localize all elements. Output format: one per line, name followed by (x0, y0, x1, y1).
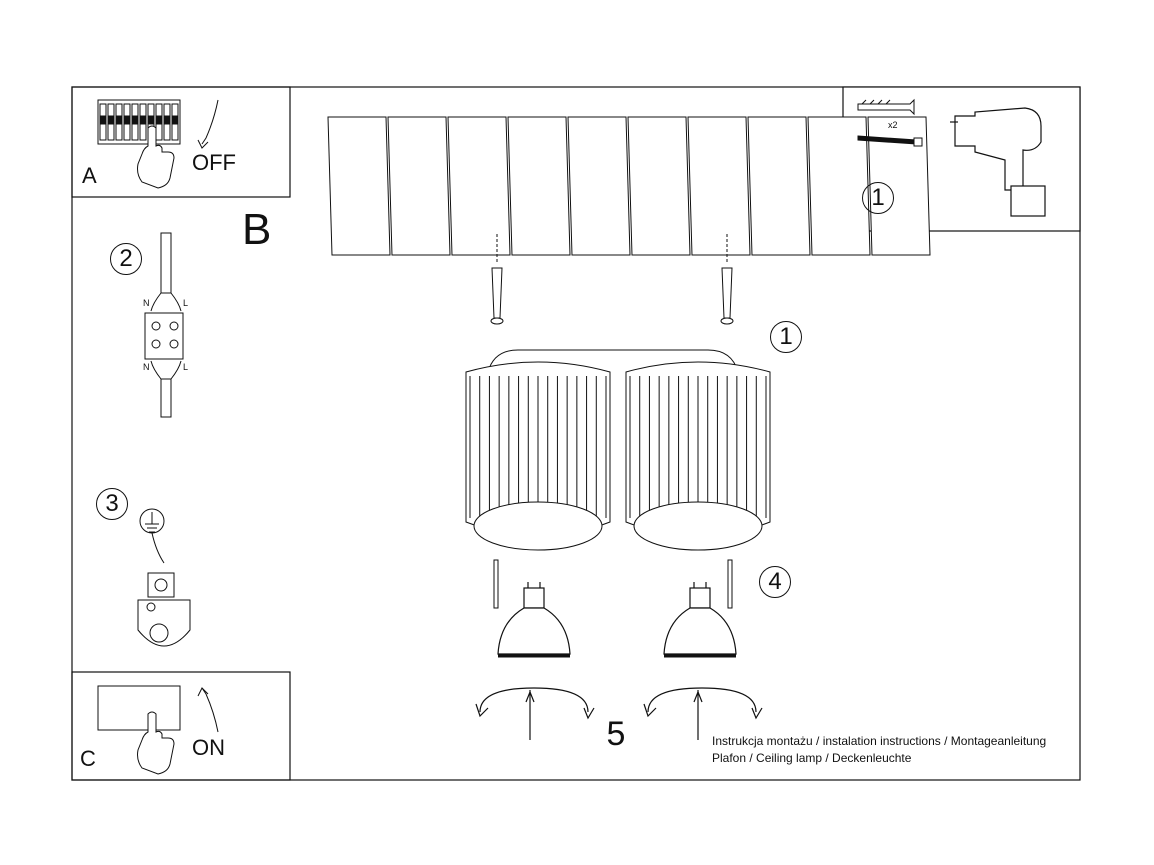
switch-off-label: OFF (192, 150, 236, 175)
footer-line-2: Plafon / Ceiling lamp / Deckenleuchte (712, 751, 912, 765)
switch-on-label: ON (192, 735, 225, 760)
mounting-screws (493, 559, 733, 609)
wire-n-bottom: N (143, 362, 150, 372)
panel-b-letter: B (242, 205, 272, 254)
step-3-badge: 3 (96, 488, 128, 520)
panel-c-letter: C (80, 746, 96, 771)
outer-frame (71, 86, 1081, 781)
wall-plug-icon (857, 98, 915, 116)
step-2-badge: 2 (110, 243, 142, 275)
ceiling-lamp-illustration (465, 349, 771, 551)
panel-a-letter: A (82, 163, 97, 188)
ceiling-illustration (327, 116, 931, 256)
drill-icon (950, 107, 1046, 217)
screw-icon (857, 135, 923, 147)
wall-plugs (490, 234, 734, 325)
step-4-badge: 4 (759, 566, 791, 598)
wiring-connector-illustration (144, 232, 184, 418)
footer-line-1: Instrukcja montażu / instalation instruc… (712, 734, 1047, 748)
panel-a-box (71, 86, 291, 198)
wire-n-top: N (143, 298, 150, 308)
rotation-arrows (475, 687, 763, 740)
quantity-label: x2 (888, 120, 898, 130)
wire-l-top: L (183, 298, 189, 308)
step-1-tools-badge: 1 (862, 182, 894, 214)
panel-c-box (71, 671, 291, 781)
step-1-fixing-badge: 1 (770, 321, 802, 353)
step-5-badge: 5 (606, 715, 626, 753)
breaker-on-illustration (97, 685, 219, 775)
ground-terminal-illustration (137, 508, 191, 647)
gu10-bulbs (497, 582, 737, 658)
wire-l-bottom: L (183, 362, 189, 372)
breaker-off-illustration (97, 99, 219, 189)
